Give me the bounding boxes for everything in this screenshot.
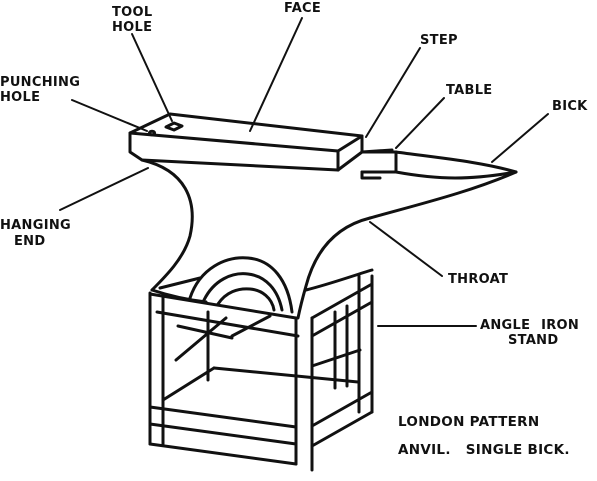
label-hanging-end-1: HANGING bbox=[0, 218, 71, 233]
label-tool-hole-1: TOOL bbox=[112, 5, 152, 20]
label-face: FACE bbox=[284, 1, 321, 16]
labels: TOOL HOLE FACE STEP PUNCHING HOLE TABLE … bbox=[0, 1, 588, 458]
label-tool-hole-2: HOLE bbox=[112, 20, 152, 35]
caption-line-2: ANVIL. SINGLE BICK. bbox=[398, 442, 570, 458]
label-bick: BICK bbox=[552, 99, 588, 114]
label-angle-iron-2: STAND bbox=[508, 333, 558, 348]
label-punching-hole-1: PUNCHING bbox=[0, 75, 80, 90]
anvil-top-drawing bbox=[128, 112, 518, 180]
label-hanging-end-2: END bbox=[14, 234, 45, 249]
label-table: TABLE bbox=[446, 83, 493, 98]
label-angle-iron-1: ANGLE IRON bbox=[480, 318, 579, 333]
label-punching-hole-2: HOLE bbox=[0, 90, 40, 105]
label-step: STEP bbox=[420, 33, 458, 48]
anvil-body-drawing bbox=[140, 158, 518, 320]
label-throat: THROAT bbox=[448, 272, 508, 287]
leader-lines bbox=[59, 17, 549, 327]
caption-line-1: LONDON PATTERN bbox=[398, 414, 539, 430]
angle-iron-stand-drawing bbox=[148, 274, 374, 472]
